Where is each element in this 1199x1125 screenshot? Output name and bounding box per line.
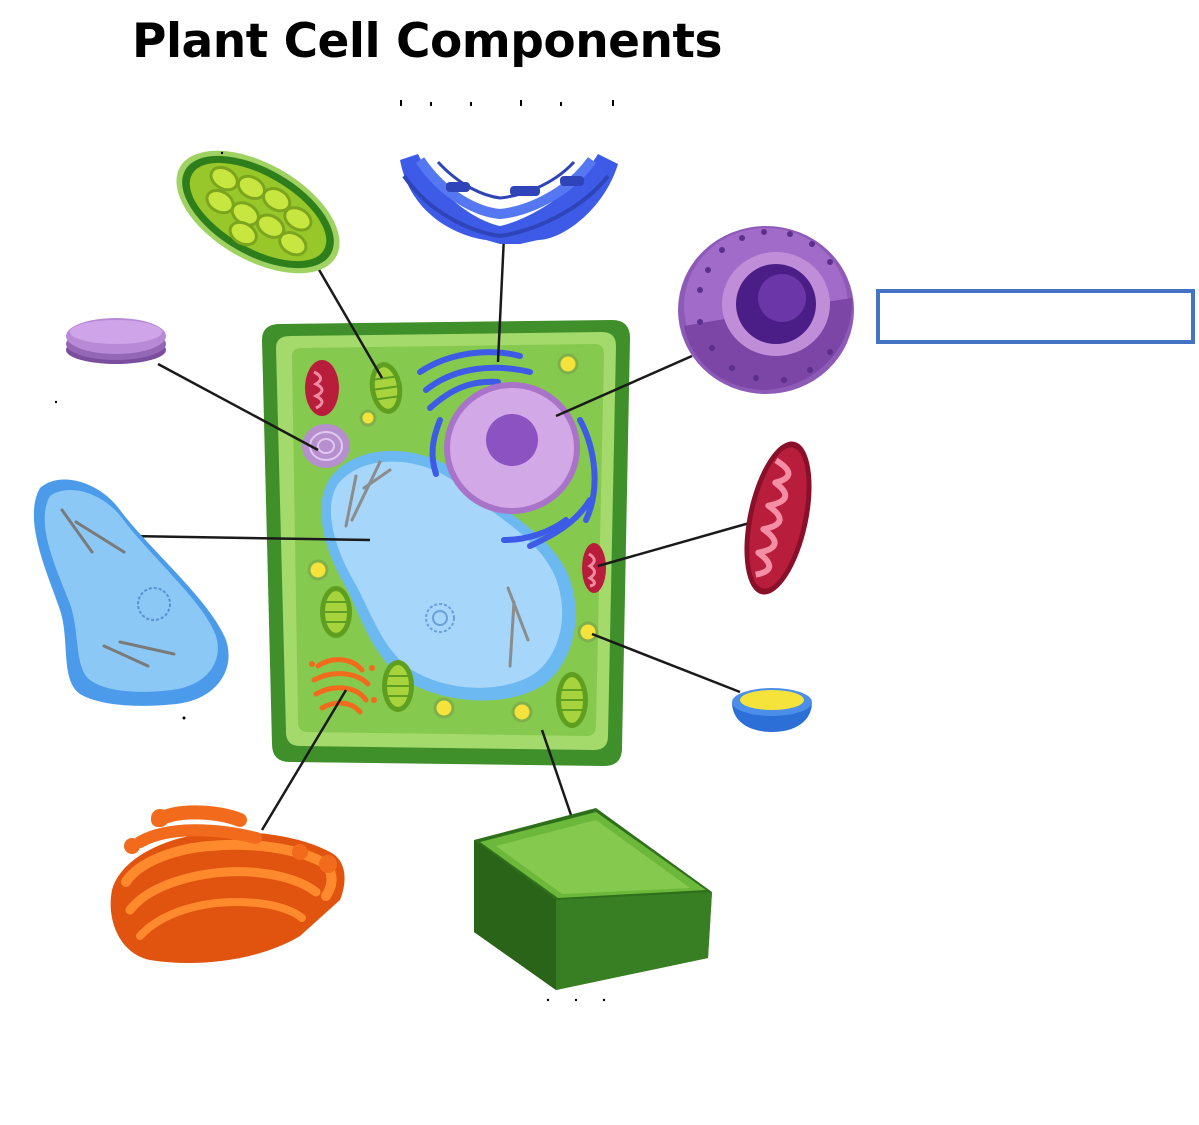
vacuole-crystals	[344, 460, 530, 668]
nucleus-illustration	[678, 226, 854, 394]
cell-lysosome	[302, 424, 350, 468]
golgi-apparatus-illustration	[110, 805, 345, 963]
cell-mitochondria	[305, 360, 606, 593]
vacuole-illustration	[33, 479, 229, 706]
endoplasmic-reticulum-illustration	[400, 154, 618, 244]
plant-cell	[262, 320, 630, 766]
cell-endoplasmic-reticulum	[417, 349, 598, 549]
label-dots	[546, 998, 606, 1002]
label-dot	[220, 151, 224, 155]
cell-vesicles	[307, 353, 599, 723]
label-dot	[54, 400, 58, 404]
subtitle-remnant	[400, 100, 614, 106]
label-answer-box[interactable]	[876, 289, 1195, 344]
chloroplast-illustration	[176, 150, 340, 274]
vesicle-illustration	[732, 688, 812, 732]
cell-golgi	[309, 657, 377, 715]
cell-nucleus	[444, 382, 580, 514]
cell-wall-illustration	[474, 808, 712, 990]
page-title: Plant Cell Components	[132, 14, 722, 69]
label-dot	[182, 716, 186, 720]
vacuole-granule	[425, 603, 455, 633]
pointer-lines	[127, 235, 761, 831]
vacuole-inner	[330, 461, 563, 688]
mitochondrion-illustration	[744, 441, 812, 595]
lysosome-illustration	[66, 318, 166, 364]
